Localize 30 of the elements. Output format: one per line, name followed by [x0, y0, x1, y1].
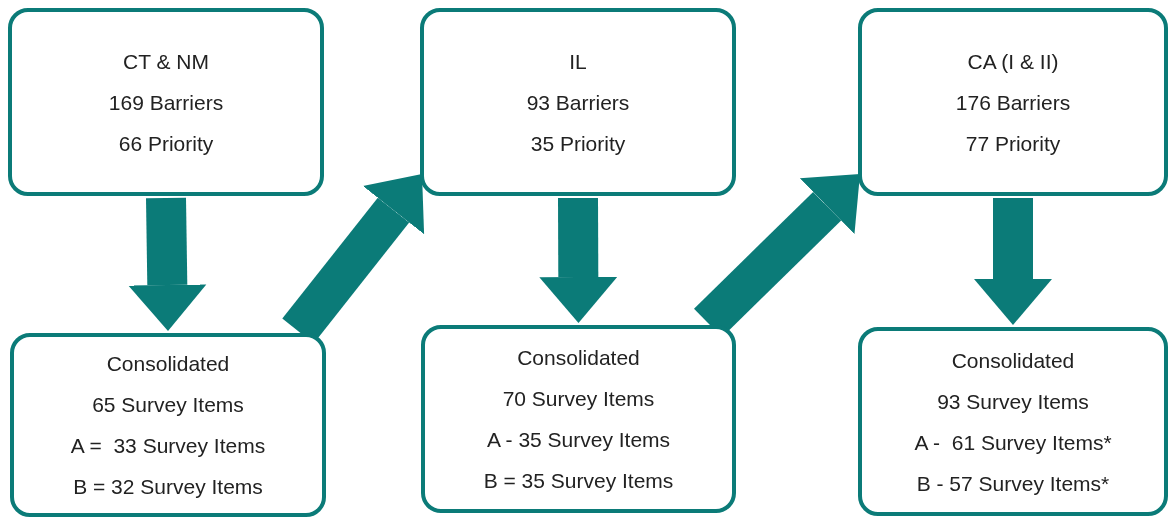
box-text: Consolidated: [517, 345, 640, 371]
box-text: B = 35 Survey Items: [483, 468, 674, 494]
box-text: Consolidated: [106, 351, 230, 377]
block-arrow: [974, 198, 1052, 325]
rounded-box: [10, 333, 326, 517]
rounded-box: [421, 325, 736, 513]
box-text: 35 Priority: [530, 130, 626, 157]
block-arrow: [539, 197, 618, 323]
box-text: 70 Survey Items: [502, 386, 655, 412]
box-text: A - 61 Survey Items*: [914, 429, 1112, 456]
rounded-box: [858, 8, 1168, 196]
box-text: 65 Survey Items: [92, 392, 244, 418]
box-text: 176 Barriers: [955, 89, 1071, 116]
box-text: 93 Survey Items: [937, 388, 1089, 415]
box-text: IL: [569, 48, 587, 75]
box-text: CT & NM: [123, 48, 209, 75]
rounded-box: [420, 8, 736, 196]
block-arrow: [128, 197, 207, 331]
box-text: A - 35 Survey Items: [486, 427, 671, 453]
box-text: A = 33 Survey Items: [70, 433, 266, 459]
box-text: 66 Priority: [118, 130, 214, 157]
box-text: B = 32 Survey Items: [73, 474, 263, 500]
box-text: CA (I & II): [967, 48, 1059, 75]
box-text: B - 57 Survey Items*: [916, 470, 1110, 497]
box-text: 93 Barriers: [526, 89, 630, 116]
box-text: 169 Barriers: [108, 89, 224, 116]
rounded-box: [8, 8, 324, 196]
rounded-box: [858, 327, 1168, 516]
box-text: Consolidated: [951, 347, 1075, 374]
box-text: 77 Priority: [965, 130, 1061, 157]
